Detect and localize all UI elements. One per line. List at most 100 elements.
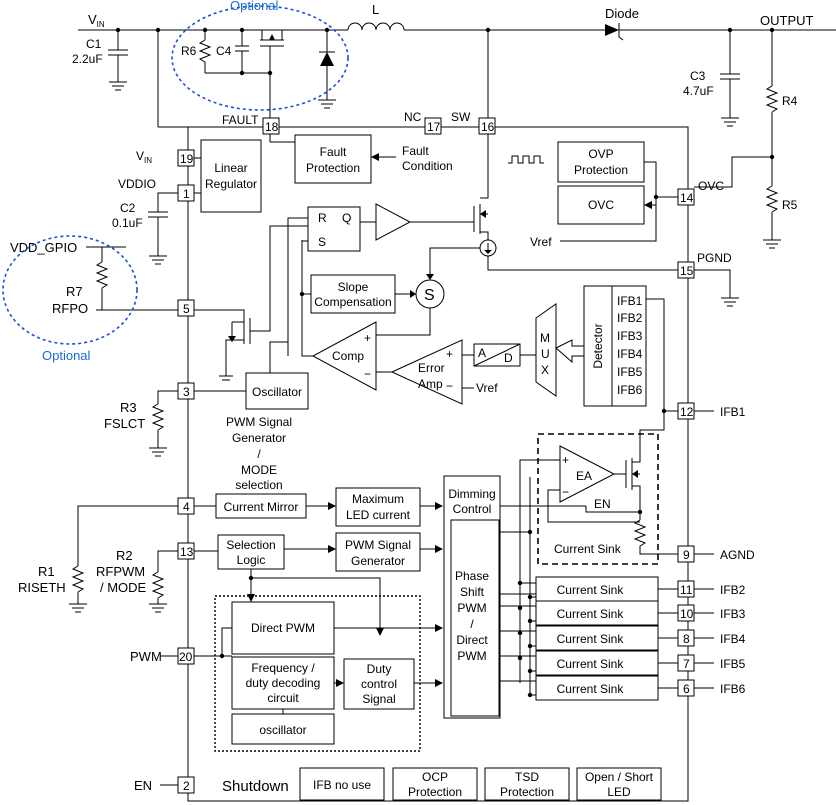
capacitor-c3: C3 4.7uF (683, 30, 740, 127)
svg-text:Generator: Generator (351, 554, 405, 568)
svg-text:Selection: Selection (226, 538, 275, 552)
capacitor-c1: C1 2.2uF (72, 30, 128, 91)
svg-text:IFB1: IFB1 (617, 294, 643, 308)
optional-oval-top (171, 5, 349, 111)
svg-text:EA: EA (576, 469, 592, 483)
r7-label: R7 (66, 284, 83, 299)
pin-18: 18 FAULT (222, 113, 280, 135)
svg-text:X: X (541, 363, 549, 377)
svg-text:−: − (562, 485, 569, 499)
resistor-divider: R4 R5 (694, 30, 798, 249)
agnd-label: AGND (720, 548, 755, 562)
svg-text:+: + (446, 347, 453, 361)
svg-text:15: 15 (680, 264, 694, 278)
svg-text:13: 13 (180, 545, 194, 559)
pulse-icon (508, 155, 544, 164)
svg-text:2: 2 (183, 779, 190, 793)
ifb2-pin-label: IFB2 (720, 583, 746, 597)
svg-text:4: 4 (183, 500, 190, 514)
svg-text:OCP: OCP (422, 770, 448, 784)
svg-text:oscillator: oscillator (259, 723, 306, 737)
error-amplifier: Error Amp + − (390, 339, 463, 405)
svg-text:U: U (541, 347, 550, 361)
svg-text:19: 19 (180, 152, 194, 166)
svg-text:LED: LED (607, 785, 631, 799)
phase-shift-pwm-block: Phase Shift PWM / Direct PWM (450, 519, 500, 717)
svg-text:PWM: PWM (457, 601, 486, 615)
open-short-led-block: Open / Short LED (576, 767, 662, 801)
vin-pin-label: VIN (136, 149, 152, 165)
svg-text:M: M (540, 331, 550, 345)
frequency-duty-decoding-block: Frequency / duty decoding circuit (231, 656, 335, 710)
pin-4: 4 (177, 497, 195, 515)
rfpo-label: RFPO (52, 301, 88, 316)
fault-condition-label: Fault (402, 144, 429, 158)
r1-label: R1 (38, 564, 55, 579)
fault-condition-label-2: Condition (402, 159, 453, 173)
ifb3-pin-label: IFB3 (720, 607, 746, 621)
svg-text:Frequency /: Frequency / (251, 661, 315, 675)
svg-text:Open / Short: Open / Short (585, 770, 654, 784)
svg-text:IFB no use: IFB no use (313, 778, 371, 792)
svg-text:6: 6 (683, 682, 690, 696)
c4-label: C4 (216, 44, 232, 58)
svg-text:A: A (478, 346, 486, 360)
svg-text:20: 20 (179, 650, 193, 664)
resistor-r2: R2 RFPWM / MODE (96, 548, 178, 613)
svg-text:11: 11 (680, 583, 693, 597)
pin-1: 1 VDDIO (118, 177, 195, 202)
svg-text:5: 5 (183, 302, 190, 316)
c1-label: C1 (86, 37, 102, 51)
selection-logic-block: Selection Logic (217, 534, 285, 570)
pin-11: 11 IFB2 (677, 580, 746, 598)
detector-block: Detector IFB1 IFB2 IFB3 IFB4 IFB5 IFB6 (583, 285, 647, 407)
vref-label-2: Vref (476, 381, 498, 395)
svg-text:Protection: Protection (408, 785, 462, 799)
svg-text:Regulator: Regulator (205, 177, 257, 191)
ea-amplifier: EA + − (559, 445, 616, 503)
svg-text:18: 18 (265, 120, 279, 134)
adc-block: A D (473, 343, 521, 367)
svg-text:Protection: Protection (306, 161, 360, 175)
pin-5: 5 (177, 299, 195, 317)
inductor-l: L (345, 2, 605, 33)
pin-14: 14 OVC (677, 179, 724, 206)
svg-text:Current Sink: Current Sink (557, 632, 625, 646)
svg-text:IFB2: IFB2 (617, 311, 643, 325)
ifb4-pin-label: IFB4 (720, 632, 746, 646)
r2-label: R2 (116, 548, 133, 563)
input-rail: VIN (78, 12, 345, 33)
svg-text:3: 3 (183, 385, 190, 399)
svg-text:Logic: Logic (237, 553, 266, 567)
mux-block: M U X (535, 303, 557, 397)
svg-text:MODE: MODE (241, 463, 277, 477)
linear-regulator-block: Linear Regulator (200, 139, 262, 213)
svg-text:Generator: Generator (232, 431, 286, 445)
svg-text:PWM Signal: PWM Signal (226, 415, 292, 429)
ifb5-pin-label: IFB5 (720, 657, 746, 671)
pwm-signal-generator-block: PWM Signal Generator (335, 532, 421, 572)
svg-text:Amp: Amp (418, 377, 443, 391)
current-sink-ifb6: Current Sink (535, 675, 659, 701)
duty-control-signal-block: Duty control Signal (343, 658, 415, 710)
svg-text:Control: Control (453, 502, 492, 516)
svg-text:Dimming: Dimming (448, 487, 495, 501)
svg-text:+: + (364, 331, 371, 345)
max-led-current-block: Maximum LED current (335, 487, 421, 527)
ovc-block: OVC (557, 185, 645, 225)
svg-text:−: − (446, 379, 453, 393)
svg-text:16: 16 (481, 120, 495, 134)
svg-text:Detector: Detector (591, 323, 605, 368)
svg-text:IFB5: IFB5 (617, 365, 643, 379)
current-sink-ifb4: Current Sink (535, 625, 659, 651)
ovp-protection-block: OVP Protection (557, 141, 645, 183)
pin-19: 19 VIN (136, 149, 195, 167)
svg-text:OVC: OVC (588, 198, 614, 212)
svg-text:S: S (318, 235, 326, 249)
svg-text:Comp: Comp (332, 349, 364, 363)
comparator: Comp + − (311, 321, 377, 391)
svg-text:IFB3: IFB3 (617, 329, 643, 343)
svg-text:Current Mirror: Current Mirror (224, 500, 299, 514)
pin-15: 15 PGND (677, 251, 732, 279)
